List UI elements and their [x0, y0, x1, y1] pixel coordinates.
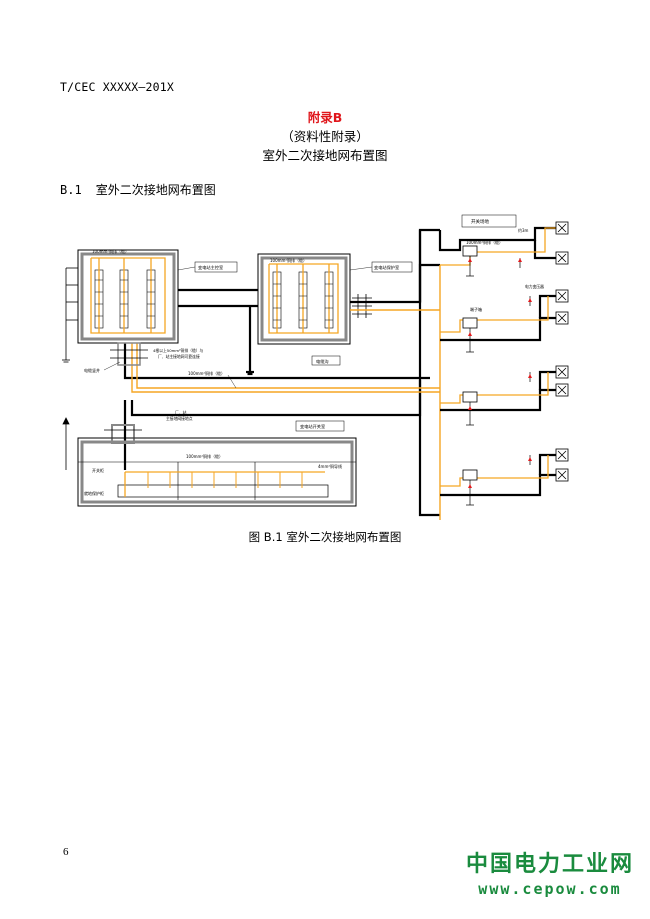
- label-bus-main-control: 100mm²铜排（缆）: [92, 248, 129, 254]
- label-dim: 约3m: [518, 227, 529, 233]
- label-switch-room: 变电站开关室: [300, 423, 325, 430]
- label-terminal-box: 端子箱: [470, 306, 482, 312]
- appendix-heading: 室外二次接地网布置图: [262, 148, 388, 163]
- label-protection-panel: 就地保护柜: [84, 490, 104, 496]
- watermark-name: 中国电力工业网: [465, 852, 634, 877]
- label-trench-bus: 100mm²铜排（缆）: [188, 370, 225, 376]
- label-switch-bus: 100mm²铜排（缆）: [186, 453, 223, 459]
- label-cable-trench: 电缆沟: [316, 358, 329, 365]
- watermark: 中国电力工业网 www.cepow.com: [460, 852, 640, 900]
- label-four-cables-2: 厂、站主接地网可靠连接: [158, 354, 200, 359]
- label-yard-ground-2: 主接地网接地点: [166, 416, 193, 421]
- main-black-bus: [123, 228, 440, 517]
- switch-room: [77, 424, 357, 507]
- label-wire-4: 4mm²铜导线: [318, 463, 342, 469]
- label-protection-bus: 100mm²铜排（缆）: [270, 257, 307, 263]
- label-yard-ground-1: 厂、站: [175, 410, 187, 415]
- label-four-cables: 4根以上50mm²铜排（缆）与: [153, 348, 204, 353]
- label-switch-field: 开关场地: [471, 218, 489, 225]
- appendix-type: （资料性附录）: [281, 129, 369, 144]
- page-number: 6: [63, 846, 69, 858]
- label-protection-room: 变电站保护室: [374, 264, 399, 271]
- watermark-url: www.cepow.com: [478, 880, 622, 898]
- label-main-control-room: 变电站主控室: [198, 264, 223, 271]
- protection-room: [257, 253, 372, 345]
- section-heading: B.1 室外二次接地网布置图: [60, 181, 216, 198]
- label-switchgear: 开关柜: [92, 467, 104, 473]
- figure-caption: 图 B.1 室外二次接地网布置图: [248, 530, 402, 544]
- field-bays: [438, 221, 569, 506]
- appendix-title: 附录B: [307, 110, 343, 125]
- yard-ground-point: [62, 417, 70, 470]
- document-code: T/CEC XXXXX—201X: [60, 80, 174, 94]
- grounding-diagram: 100mm²铜排（缆） 变电站主控室 变电站保护室 100mm²铜排（缆）: [62, 214, 569, 520]
- orange-ground-wire: [131, 265, 441, 520]
- main-control-room: [62, 249, 179, 363]
- section-number: B.1: [60, 183, 82, 197]
- label-transformer-tank: 电力变压器: [525, 284, 544, 289]
- label-field-box-bus: 100mm²铜排（缆）: [466, 239, 503, 245]
- label-cable-shaft: 电缆竖井: [84, 367, 100, 373]
- section-title: 室外二次接地网布置图: [95, 183, 216, 197]
- cable-shaft: [110, 342, 148, 366]
